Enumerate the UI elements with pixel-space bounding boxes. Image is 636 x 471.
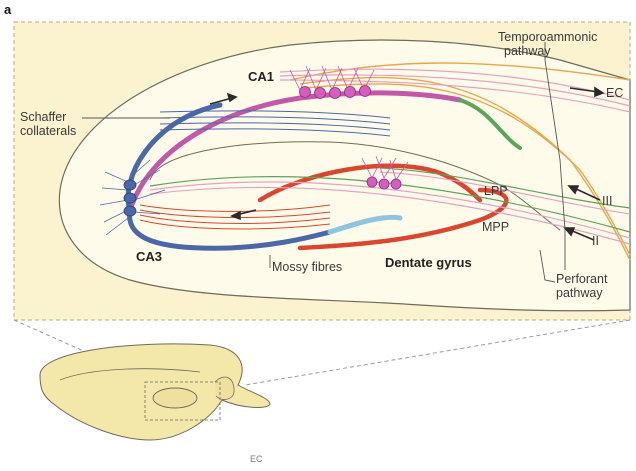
brain-sketch <box>40 344 270 440</box>
dentate-cell-bodies <box>367 177 401 189</box>
ca1-label: CA1 <box>248 70 274 84</box>
dentate-gyrus-label: Dentate gyrus <box>385 256 472 270</box>
perforant-label-line2: pathway <box>556 286 603 300</box>
schaffer-label-line1: Schaffer <box>20 110 66 124</box>
temporoammonic-label-line1: Temporoammonic <box>498 30 597 44</box>
mpp-label: MPP <box>482 220 509 234</box>
lpp-label: LPP <box>484 184 508 198</box>
temporoammonic-label-line2: pathway <box>504 44 551 58</box>
bottom-ec-label: EC <box>250 452 263 466</box>
ca3-label: CA3 <box>136 250 162 264</box>
layer-iii-label: III <box>602 194 612 208</box>
panel-letter: a <box>4 2 11 17</box>
schaffer-label-line2: collaterals <box>20 124 76 138</box>
layer-ii-label: II <box>592 234 599 248</box>
perforant-label-line1: Perforant <box>556 272 607 286</box>
ca3-cell-bodies <box>124 180 136 216</box>
ec-arrow-label: EC <box>606 86 623 100</box>
mossy-fibres-label: Mossy fibres <box>272 260 342 274</box>
